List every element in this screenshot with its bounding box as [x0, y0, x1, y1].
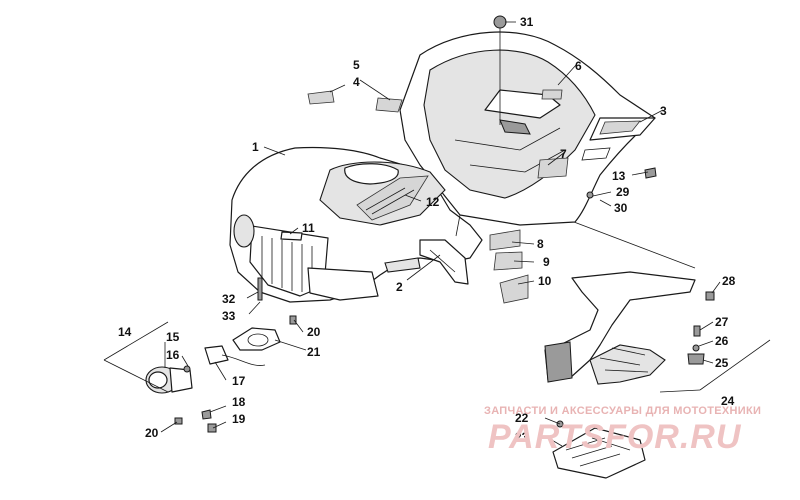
footwell-floorboard — [544, 271, 696, 385]
front-fender — [229, 146, 483, 303]
watermark-tagline: ЗАПЧАСТИ И АКСЕССУАРЫ ДЛЯ МОТОТЕХНИКИ — [484, 405, 762, 417]
callout-31: 31 — [520, 15, 534, 29]
callout-1: 1 — [252, 140, 259, 154]
callout-9: 9 — [543, 255, 550, 269]
callout-8: 8 — [537, 237, 544, 251]
callout-15: 15 — [166, 330, 180, 344]
callout-24: 24 — [721, 394, 735, 408]
callout-16: 16 — [166, 348, 180, 362]
callout-10: 10 — [538, 274, 552, 288]
callout-12: 12 — [426, 195, 440, 209]
callout-17: 17 — [232, 374, 246, 388]
callout-13: 13 — [612, 169, 626, 183]
callout-20-lower: 20 — [145, 426, 159, 440]
callout-19: 19 — [232, 412, 246, 426]
callout-20-upper: 20 — [307, 325, 321, 339]
callout-28: 28 — [722, 274, 736, 288]
callout-23: 23 — [515, 430, 529, 444]
callout-11: 11 — [302, 221, 315, 235]
callout-29: 29 — [616, 185, 630, 199]
callout-25: 25 — [715, 356, 729, 370]
callout-3: 3 — [660, 104, 667, 118]
footwell-decals — [489, 229, 529, 304]
small-decals — [307, 89, 569, 179]
callout-18: 18 — [232, 395, 246, 409]
fasteners — [174, 15, 715, 433]
callout-27: 27 — [715, 315, 729, 329]
callout-32: 32 — [222, 292, 236, 306]
callout-26: 26 — [715, 334, 729, 348]
watermark-brand: PARTSFOR.RU — [488, 418, 742, 456]
callout-4: 4 — [353, 75, 360, 89]
callout-14: 14 — [118, 325, 132, 339]
callout-33: 33 — [222, 309, 236, 323]
callout-5: 5 — [353, 58, 360, 72]
callout-30: 30 — [614, 201, 628, 215]
callout-22: 22 — [515, 411, 529, 425]
callout-labels: 1 2 3 4 5 6 7 8 9 10 11 12 13 14 15 16 1… — [118, 15, 736, 444]
headlight-assembly — [145, 345, 266, 394]
splash-guard — [419, 239, 469, 285]
callout-7: 7 — [560, 147, 567, 161]
callout-6: 6 — [575, 59, 582, 73]
callout-21: 21 — [307, 345, 321, 359]
leader-lines — [103, 21, 771, 447]
callout-2: 2 — [396, 280, 403, 294]
foot-plate — [552, 427, 646, 479]
headlight-bezel — [232, 327, 281, 351]
